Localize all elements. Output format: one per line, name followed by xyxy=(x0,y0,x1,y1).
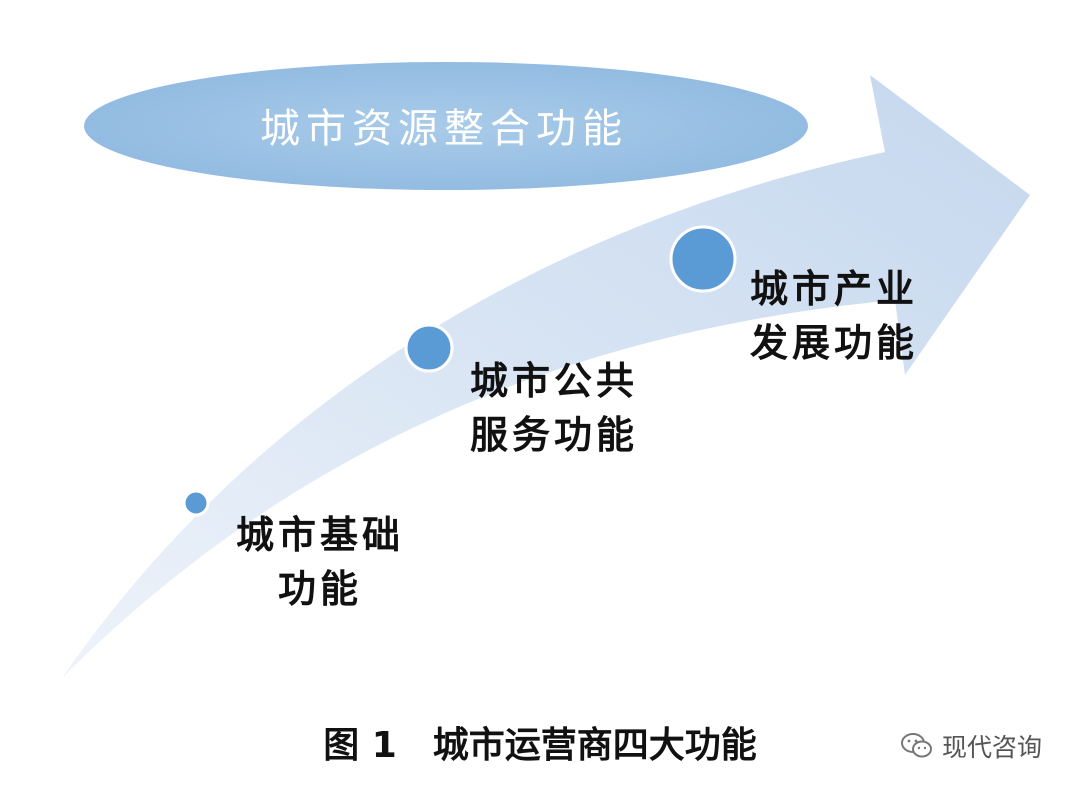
stage-label-line2: 服务功能 xyxy=(470,413,639,457)
wechat-icon xyxy=(901,733,932,758)
stage-label-industry: 城市产业 发展功能 xyxy=(750,262,918,370)
resource-integration-ellipse xyxy=(84,62,808,190)
stage-label-basic: 城市基础 功能 xyxy=(230,508,410,616)
watermark-text: 现代咨询 xyxy=(942,733,1043,762)
stage-label-public-service: 城市公共 服务功能 xyxy=(470,354,638,462)
watermark: 现代咨询 xyxy=(900,728,1042,764)
ellipse-title: 城市资源整合功能 xyxy=(260,106,628,152)
stage-label-line1: 城市公共 xyxy=(470,359,639,403)
stage-label-line2: 发展功能 xyxy=(750,321,919,365)
stage-dot-basic xyxy=(182,489,210,517)
stage-dot-industry xyxy=(669,225,737,293)
stage-dot-public-service xyxy=(404,323,454,373)
stage-label-line1: 城市产业 xyxy=(750,267,919,311)
figure-caption-text: 城市运营商四大功能 xyxy=(432,725,757,766)
growth-arrow xyxy=(62,75,1030,678)
stage-label-line2: 功能 xyxy=(277,567,362,611)
stage-label-line1: 城市基础 xyxy=(235,513,404,557)
figure-number: 图 1 xyxy=(323,725,397,766)
figure-caption: 图 1 城市运营商四大功能 xyxy=(0,716,1080,768)
